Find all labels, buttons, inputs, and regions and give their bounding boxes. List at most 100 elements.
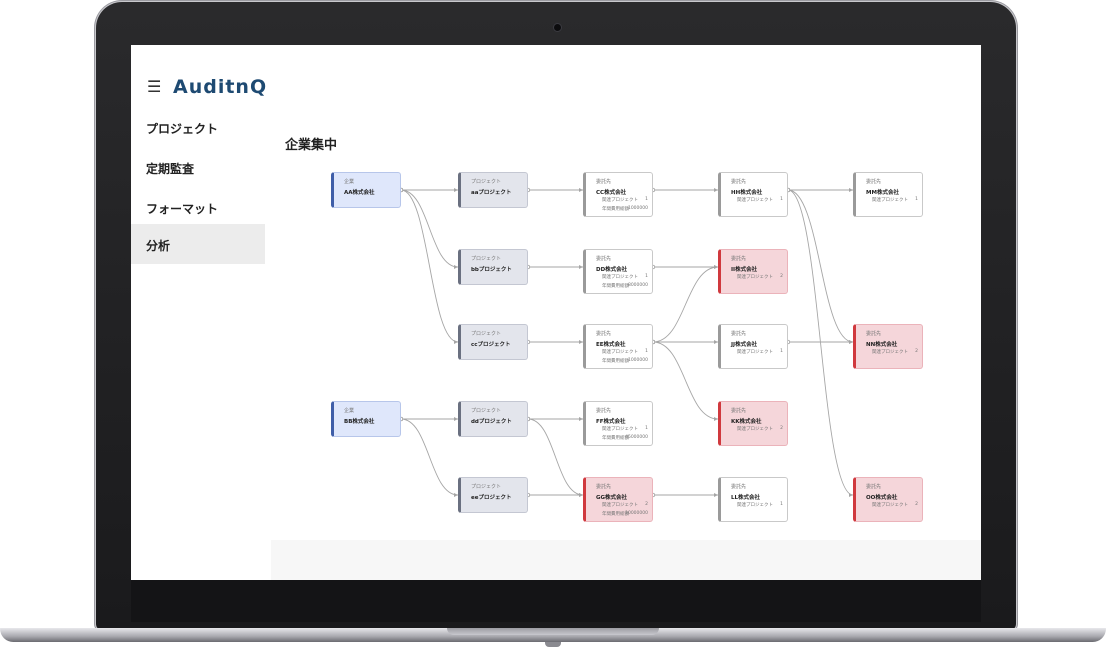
node-caption: プロジェクト [471, 179, 502, 185]
laptop-foot [545, 642, 561, 647]
graph-node-hh[interactable]: 委託先 HH株式会社関連プロジェクト 1 [718, 172, 788, 217]
edge-arrow [454, 188, 458, 192]
node-name: eeプロジェクト [471, 495, 512, 501]
node-caption: 委託先 [731, 408, 747, 414]
related-projects-label: 関連プロジェクト [737, 275, 773, 280]
camera [553, 23, 562, 32]
related-projects-label: 関連プロジェクト [872, 503, 908, 508]
node-name: GG株式会社 [596, 495, 628, 501]
edge-arrow [714, 265, 718, 269]
node-name: HH株式会社 [731, 190, 763, 196]
node-caption: 委託先 [596, 179, 612, 185]
hamburger-icon[interactable]: ☰ [147, 77, 162, 96]
node-caption: 委託先 [596, 256, 612, 262]
edge-arrow [714, 493, 718, 497]
node-caption: 企業 [344, 408, 355, 414]
edge-arrow [849, 340, 853, 344]
related-projects-count: 1 [645, 426, 648, 431]
sidebar-item-analysis[interactable]: 分析 [131, 224, 265, 264]
sidebar-item-label: 定期監査 [146, 162, 195, 176]
related-projects-count: 1 [780, 197, 783, 202]
sidebar-item-label: フォーマット [146, 202, 219, 216]
edge-arrow [454, 493, 458, 497]
edge-arrow [579, 493, 583, 497]
edge-arrow [579, 265, 583, 269]
node-name: EE株式会社 [596, 342, 626, 348]
sidebar-item-projects[interactable]: プロジェクト [131, 107, 265, 147]
sidebar-item-formats[interactable]: フォーマット [131, 187, 265, 227]
edge-arrow [849, 493, 853, 497]
sidebar-item-label: プロジェクト [146, 122, 219, 136]
node-caption: 委託先 [596, 484, 612, 490]
node-name: CC株式会社 [596, 190, 627, 196]
related-projects-label: 関連プロジェクト [737, 198, 773, 203]
related-projects-label: 関連プロジェクト [737, 427, 773, 432]
related-projects-label: 関連プロジェクト [872, 198, 908, 203]
related-projects-count: 2 [645, 502, 648, 507]
node-caption: 委託先 [596, 408, 612, 414]
node-caption: 委託先 [731, 484, 747, 490]
graph-node-aa[interactable]: 企業 AA株式会社 [331, 172, 401, 208]
annual-fee-value: 45000000 [625, 435, 648, 440]
node-name: DD株式会社 [596, 267, 628, 273]
related-projects-label: 関連プロジェクト [872, 350, 908, 355]
related-projects-count: 1 [645, 197, 648, 202]
related-projects-count: 1 [780, 349, 783, 354]
annual-fee-value: 1000000 [627, 358, 648, 363]
node-name: MM株式会社 [866, 190, 899, 196]
graph-edge [400, 418, 459, 496]
related-projects-label: 関連プロジェクト [602, 275, 638, 280]
related-projects-label: 関連プロジェクト [602, 427, 638, 432]
node-caption: 企業 [344, 179, 355, 185]
annual-fee-label: 年間費用総額 [602, 512, 629, 517]
node-caption: 委託先 [866, 484, 882, 490]
edge-arrow [714, 188, 718, 192]
node-caption: 委託先 [731, 179, 747, 185]
related-projects-label: 関連プロジェクト [602, 350, 638, 355]
app-logo[interactable]: AuditnQ [173, 76, 268, 98]
laptop-base [0, 628, 1106, 642]
related-projects-label: 関連プロジェクト [602, 503, 638, 508]
node-name: bbプロジェクト [471, 267, 512, 273]
related-projects-count: 1 [645, 349, 648, 354]
node-name: ddプロジェクト [471, 419, 512, 425]
annual-fee-value: 1000000 [627, 206, 648, 211]
annual-fee-label: 年間費用総額 [602, 436, 629, 441]
sidebar-item-periodic-audit[interactable]: 定期監査 [131, 147, 265, 187]
app-header: ☰ AuditnQ [131, 45, 981, 107]
annual-fee-value: 8000000 [627, 283, 648, 288]
node-name: ccプロジェクト [471, 342, 511, 348]
node-name: AA株式会社 [344, 190, 375, 196]
node-name: FF株式会社 [596, 419, 626, 425]
edge-arrow [454, 265, 458, 269]
node-name: KK株式会社 [731, 419, 762, 425]
edge-arrow [579, 188, 583, 192]
related-projects-count: 1 [780, 502, 783, 507]
annual-fee-label: 年間費用総額 [602, 207, 629, 212]
screen-bezel [131, 580, 981, 622]
graph-edge [527, 418, 584, 496]
edge-arrow [579, 340, 583, 344]
graph-edge [787, 189, 854, 496]
related-projects-count: 1 [645, 274, 648, 279]
node-caption: 委託先 [731, 256, 747, 262]
